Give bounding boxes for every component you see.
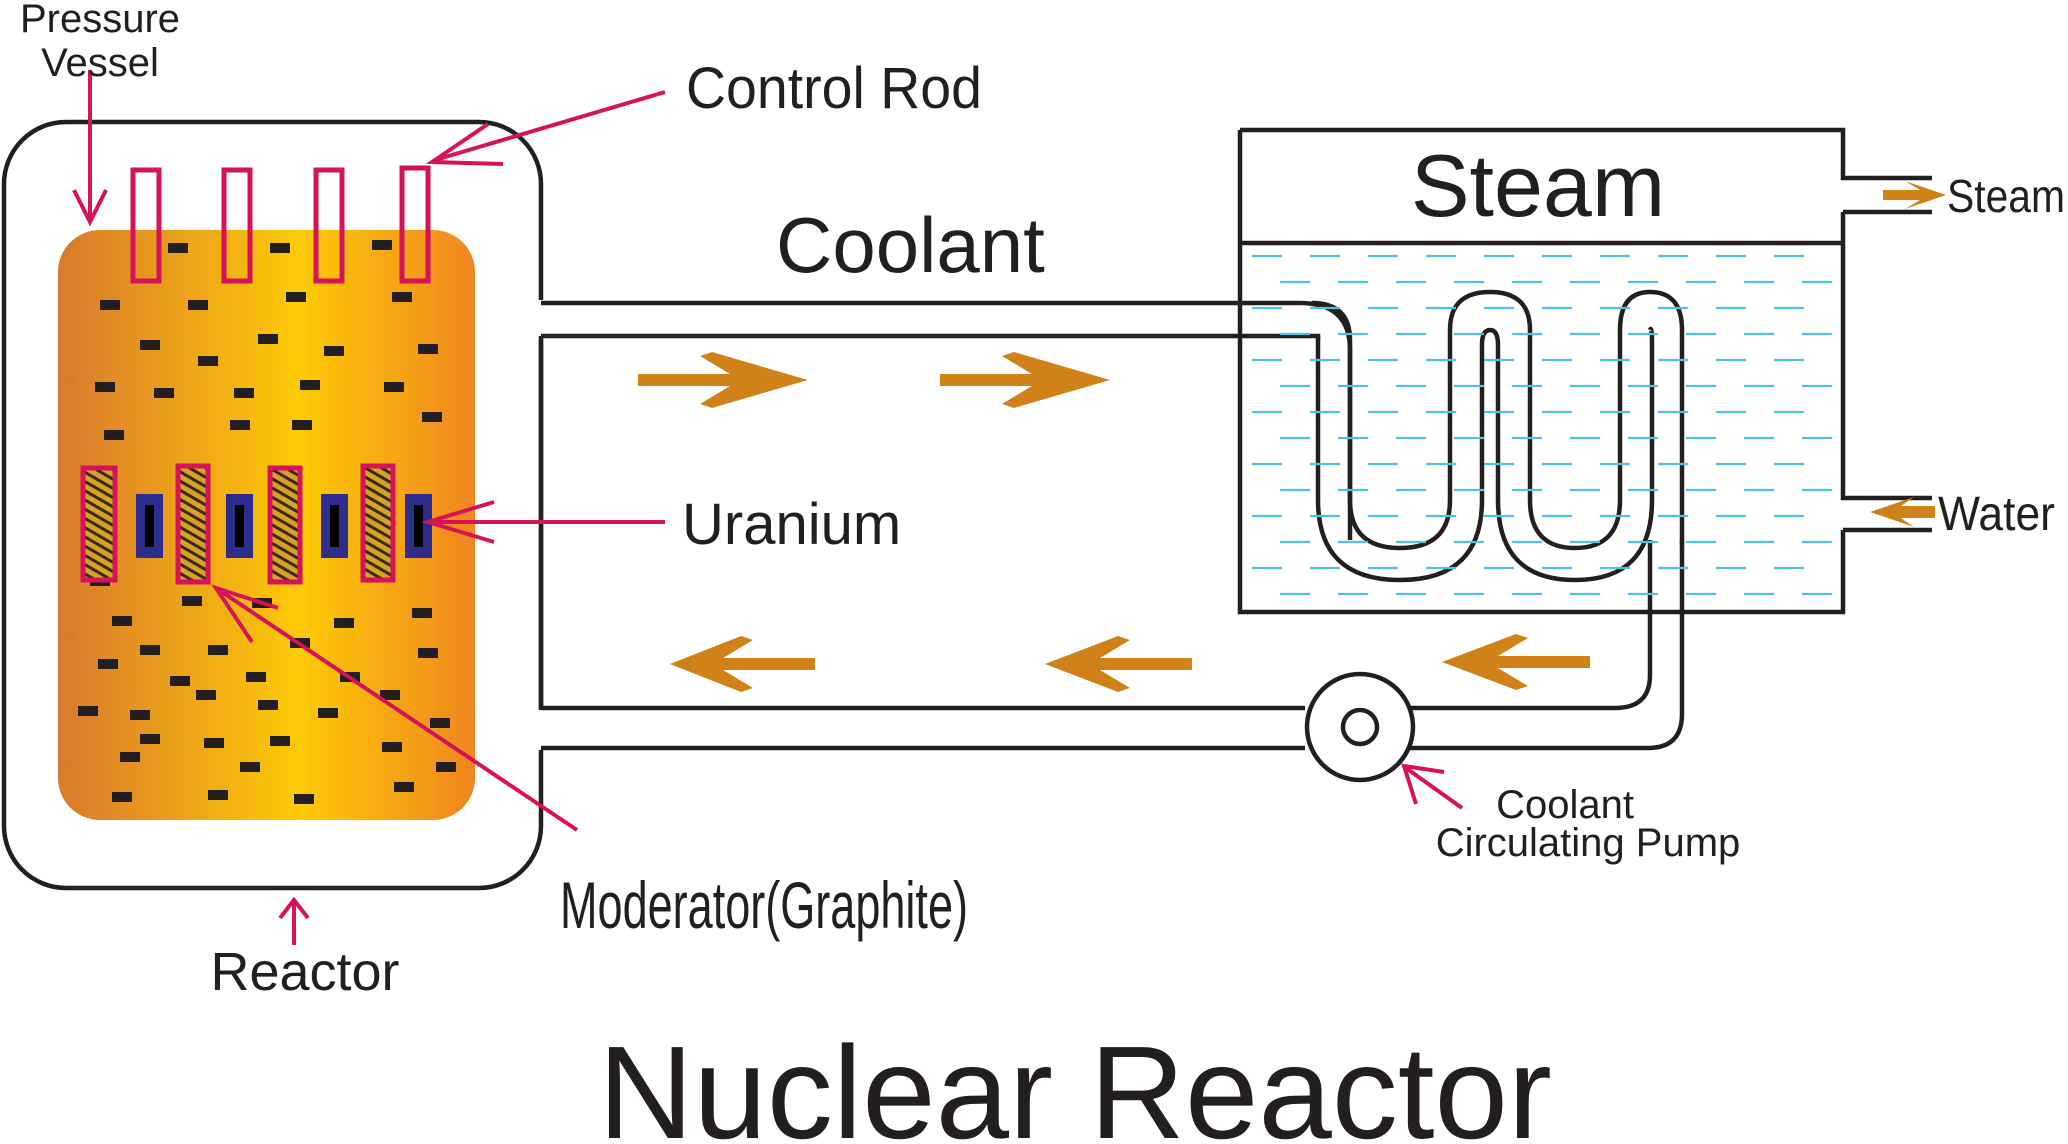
- graphite-block: [382, 742, 402, 752]
- label-coolant: Coolant: [776, 201, 1045, 289]
- graphite-block: [286, 292, 306, 302]
- graphite-block: [234, 388, 254, 398]
- graphite-block: [170, 676, 190, 686]
- moderator-rod: [175, 463, 211, 585]
- control-rod: [313, 167, 345, 284]
- steam-generator: [1237, 127, 1932, 615]
- graphite-block: [208, 790, 228, 800]
- graphite-block: [394, 782, 414, 792]
- heat-exchanger-coil: [1311, 289, 1685, 583]
- graphite-block: [258, 334, 278, 344]
- label-steam-out: Steam: [1947, 170, 2065, 222]
- moderator-rod: [80, 465, 118, 583]
- water-surface-lines: [1252, 254, 1832, 596]
- graphite-block: [418, 648, 438, 658]
- graphite-block: [168, 243, 188, 253]
- control-rod: [130, 167, 162, 284]
- graphite-block: [422, 412, 442, 422]
- graphite-block: [230, 420, 250, 430]
- label-control-rod: Control Rod: [686, 56, 982, 121]
- graphite-block: [292, 420, 312, 430]
- graphite-block: [208, 645, 228, 655]
- graphite-block: [318, 708, 338, 718]
- pump-icon: [1304, 671, 1416, 783]
- graphite-block: [300, 380, 320, 390]
- label-steam-chamber: Steam: [1411, 136, 1665, 235]
- graphite-block: [258, 700, 278, 710]
- graphite-block: [95, 382, 115, 392]
- graphite-block: [372, 240, 392, 250]
- graphite-block: [140, 734, 160, 744]
- graphite-block: [100, 300, 120, 310]
- graphite-block: [130, 710, 150, 720]
- label-pump: Coolant: [1496, 783, 1634, 827]
- arrow-icon: [638, 352, 808, 408]
- diagram-title: Nuclear Reactor: [598, 1019, 1552, 1144]
- control-rod: [221, 167, 253, 284]
- arrow-icon: [940, 352, 1110, 408]
- graphite-block: [392, 292, 412, 302]
- arrow-icon: [1883, 181, 1946, 209]
- label-water-in: Water: [1938, 488, 2055, 541]
- moderator-rod: [360, 463, 396, 583]
- flow-arrows: [638, 181, 1946, 692]
- arrow-icon: [1442, 634, 1590, 690]
- label-pump: Circulating Pump: [1436, 821, 1741, 865]
- reactor-core: [58, 230, 475, 820]
- control-rods: [130, 165, 431, 284]
- graphite-block: [294, 794, 314, 804]
- arrow-icon: [1870, 497, 1935, 527]
- arrow-icon: [670, 636, 815, 692]
- graphite-block: [182, 596, 202, 606]
- graphite-block: [196, 690, 216, 700]
- graphite-block: [98, 659, 118, 669]
- graphite-block: [412, 608, 432, 618]
- graphite-block: [380, 690, 400, 700]
- graphite-block: [324, 346, 344, 356]
- graphite-block: [334, 618, 354, 628]
- label-pointers: [72, 70, 1464, 945]
- label-pressure-vessel: Vessel: [41, 41, 159, 85]
- graphite-block: [246, 672, 266, 682]
- graphite-block: [270, 243, 290, 253]
- graphite-block: [104, 430, 124, 440]
- graphite-block: [204, 738, 224, 748]
- label-reactor: Reactor: [210, 942, 399, 1002]
- label-pressure-vessel: Pressure: [20, 0, 180, 41]
- control-rod: [399, 165, 431, 284]
- graphite-block: [436, 762, 456, 772]
- graphite-block: [140, 645, 160, 655]
- label-uranium: Uranium: [682, 492, 901, 557]
- graphite-block: [154, 388, 174, 398]
- graphite-block: [188, 300, 208, 310]
- graphite-block: [418, 344, 438, 354]
- label-moderator: Moderator(Graphite): [560, 868, 968, 942]
- graphite-block: [120, 752, 140, 762]
- moderator-rod: [267, 465, 303, 585]
- graphite-block: [78, 706, 98, 716]
- arrow-icon: [1045, 636, 1192, 692]
- graphite-block: [140, 340, 160, 350]
- graphite-block: [240, 762, 260, 772]
- graphite-block: [430, 718, 450, 728]
- graphite-block: [384, 382, 404, 392]
- graphite-block: [270, 736, 290, 746]
- graphite-block: [112, 792, 132, 802]
- graphite-block: [198, 356, 218, 366]
- graphite-block: [112, 616, 132, 626]
- fuel-row: [80, 463, 432, 585]
